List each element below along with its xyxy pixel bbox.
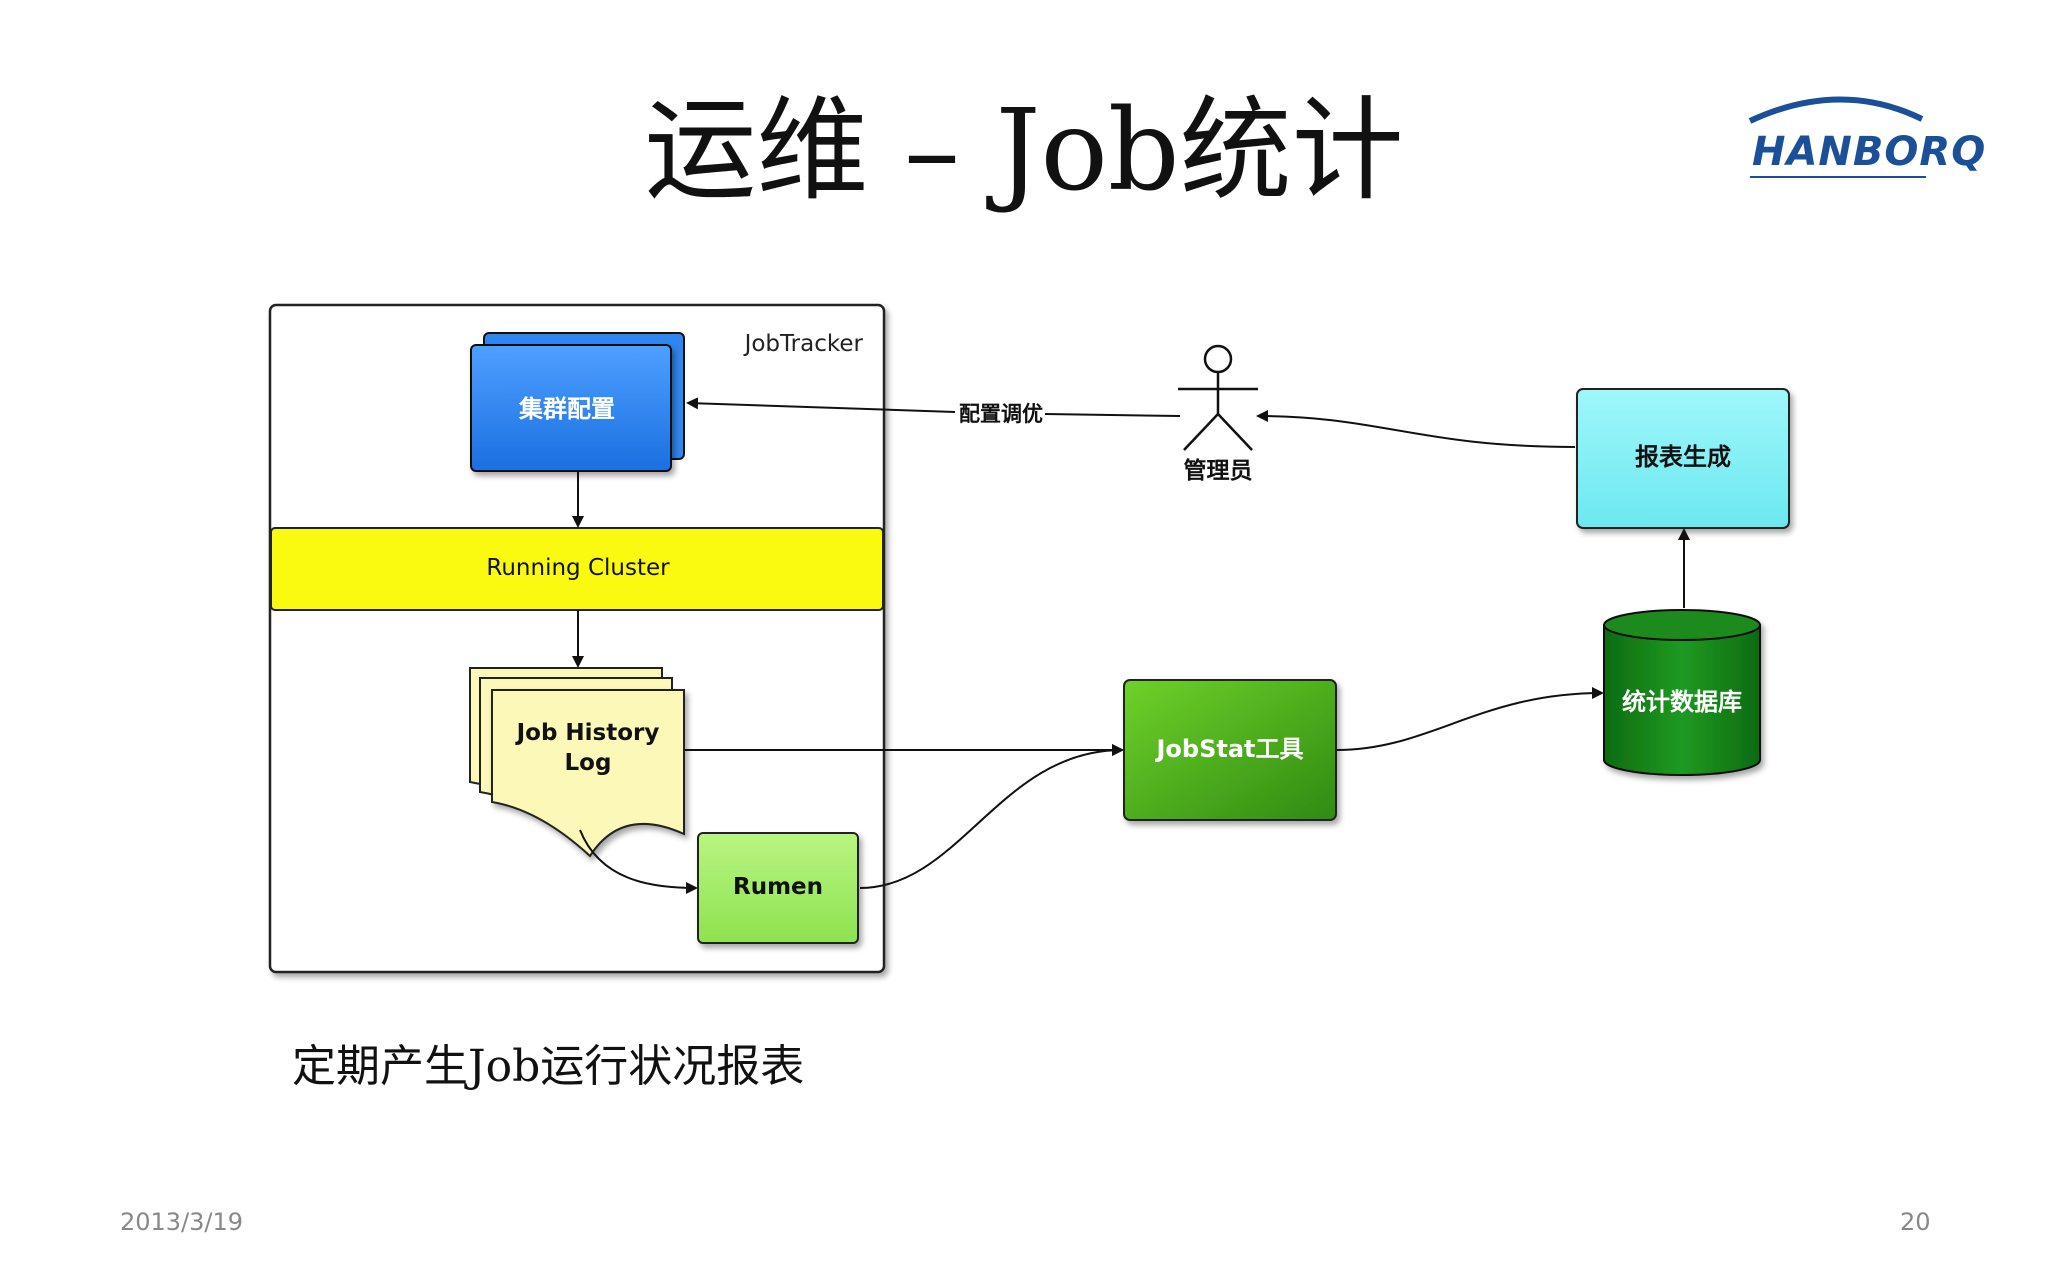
edge-jobstat-to-database (1336, 687, 1604, 751)
admin-label: 管理员 (1184, 457, 1253, 484)
cluster-config-box[interactable] (470, 344, 672, 472)
cluster-config-label: 集群配置 (518, 395, 615, 423)
company-logo: HANBORQ (1740, 85, 1985, 185)
rumen-label: Rumen (733, 874, 823, 900)
edge-report-to-admin (1256, 410, 1576, 448)
logo-arc-icon (1748, 96, 1926, 178)
running-cluster-label: Running Cluster (486, 555, 670, 581)
report-label: 报表生成 (1635, 443, 1731, 471)
job-history-doc[interactable] (491, 689, 685, 858)
database-label: 统计数据库 (1622, 688, 1742, 716)
slide-title: 运维 – Job统计 (644, 86, 1404, 216)
tuning-label: 配置调优 (959, 402, 1043, 426)
jobtracker-label: JobTracker (743, 331, 864, 357)
page-number: 20 (1900, 1208, 1931, 1236)
edge-history-to-rumen (579, 829, 698, 894)
jobstat-box[interactable] (1123, 679, 1337, 821)
logo-text: HANBORQ (1752, 129, 1987, 175)
job-history-label-line1: Job History (515, 720, 660, 746)
edge-rumen-to-jobstat (859, 744, 1124, 889)
footer-date: 2013/3/19 (120, 1208, 244, 1236)
edge-admin-to-config (688, 403, 1181, 417)
rumen-box[interactable] (697, 832, 859, 944)
stats-database[interactable] (1603, 609, 1761, 776)
admin-person-icon (1178, 344, 1258, 451)
slide-caption: 定期产生Job运行状况报表 (292, 1041, 805, 1092)
jobstat-label: JobStat工具 (1154, 735, 1303, 763)
job-history-label-line2: Log (565, 750, 612, 776)
